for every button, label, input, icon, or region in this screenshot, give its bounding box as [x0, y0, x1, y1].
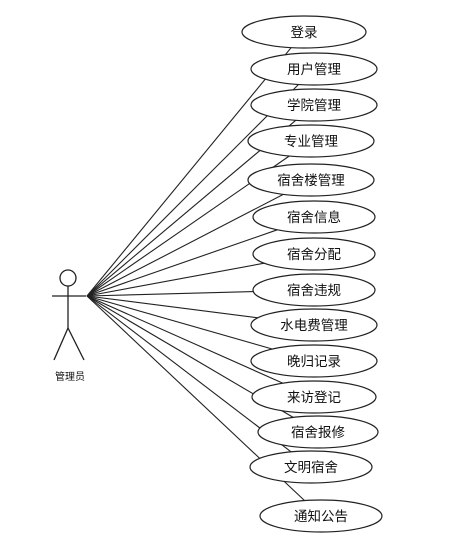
use-case: 用户管理: [250, 52, 378, 86]
association-line: [86, 295, 273, 350]
association-line: [86, 84, 299, 297]
association-line: [86, 295, 292, 453]
use-case-ellipse: [250, 52, 378, 86]
actor-label: 管理员: [55, 370, 85, 383]
association-line: [86, 295, 284, 384]
use-case-label: 宿舍信息: [287, 209, 341, 226]
use-case: 水电费管理: [250, 308, 378, 342]
use-case: 宿舍楼管理: [247, 163, 375, 197]
use-case-ellipse: [247, 163, 375, 197]
use-cases: 登录用户管理学院管理专业管理宿舍楼管理宿舍信息宿舍分配宿舍违规水电费管理晚归记录…: [241, 15, 383, 533]
actor-right-leg: [67, 327, 85, 361]
use-case-label: 通知公告: [294, 508, 348, 525]
use-case: 来访登记: [251, 380, 377, 414]
use-case-label: 宿舍楼管理: [277, 172, 345, 189]
use-case: 宿舍分配: [252, 237, 376, 271]
use-case-ellipse: [252, 200, 376, 234]
association-line: [86, 229, 278, 297]
use-case-ellipse: [250, 344, 378, 378]
actor-figure: 管理员: [52, 269, 86, 383]
use-case-label: 专业管理: [284, 134, 338, 150]
use-case-ellipse: [250, 88, 378, 122]
use-case-label: 文明宿舍: [284, 459, 338, 476]
use-case: 学院管理: [250, 88, 378, 122]
association-line: [86, 262, 265, 297]
use-case: 登录: [241, 15, 367, 49]
use-case-ellipse: [241, 15, 367, 49]
use-case-ellipse: [257, 415, 379, 449]
association-line: [86, 295, 258, 319]
use-case-label: 用户管理: [287, 61, 341, 78]
use-case-label: 晚归记录: [287, 353, 341, 370]
use-case: 晚归记录: [250, 344, 378, 378]
use-case: 宿舍违规: [252, 273, 376, 307]
use-case-ellipse: [252, 273, 376, 307]
use-case: 宿舍信息: [252, 200, 376, 234]
use-case-label: 宿舍报修: [291, 424, 345, 441]
use-case-label: 登录: [291, 25, 318, 41]
use-case-ellipse: [251, 380, 377, 414]
use-case-label: 来访登记: [287, 390, 341, 406]
use-case-ellipse: [249, 450, 373, 484]
use-case-ellipse: [259, 499, 383, 533]
use-case-label: 宿舍分配: [287, 246, 341, 263]
use-case-label: 宿舍违规: [287, 282, 341, 299]
use-case: 通知公告: [259, 499, 383, 533]
actor-head: [59, 269, 77, 287]
use-case: 专业管理: [247, 124, 375, 158]
use-case: 文明宿舍: [249, 450, 373, 484]
use-case-ellipse: [250, 308, 378, 342]
use-case: 宿舍报修: [257, 415, 379, 449]
use-case-label: 水电费管理: [280, 318, 348, 334]
association-line: [86, 193, 284, 297]
use-case-ellipse: [252, 237, 376, 271]
association-line: [86, 291, 254, 297]
actor-left-leg: [53, 327, 69, 361]
use-case-ellipse: [247, 124, 375, 158]
association-line: [86, 47, 292, 297]
use-case-label: 学院管理: [287, 98, 341, 114]
